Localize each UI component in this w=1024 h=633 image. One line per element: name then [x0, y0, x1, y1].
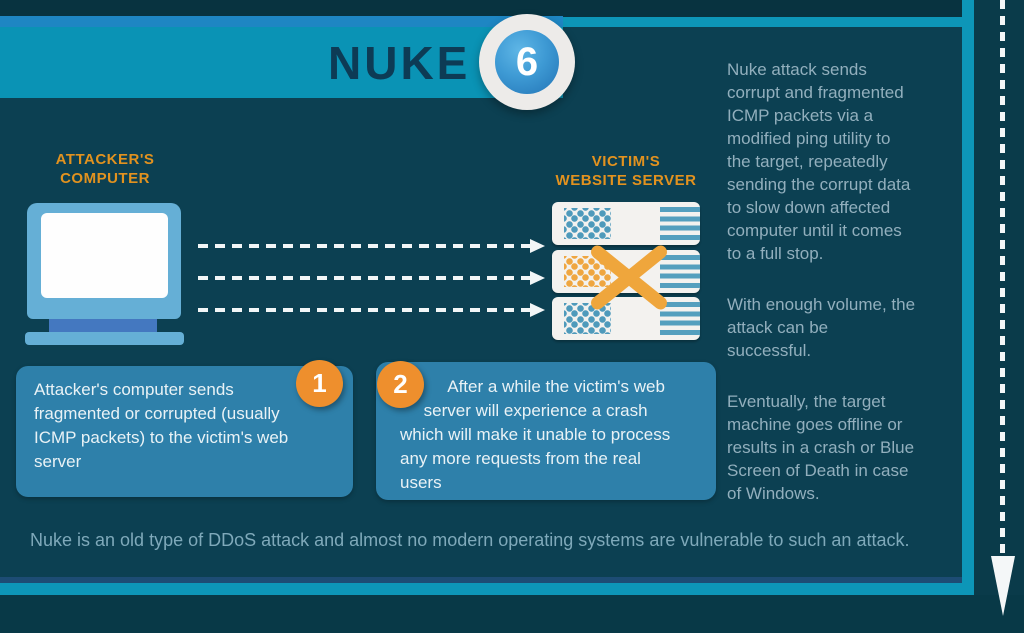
attacker-computer-label: ATTACKER'S COMPUTER — [55, 151, 155, 187]
attack-arrow-head-icon — [530, 271, 545, 285]
server-stack-icon — [552, 202, 700, 342]
section-number: 6 — [495, 30, 559, 94]
server-unit — [552, 297, 700, 340]
description-paragraph: Nuke attack sends corrupt and fragmented… — [727, 60, 911, 263]
attack-arrow-line — [198, 308, 531, 312]
frame-right-bar — [962, 0, 974, 595]
step-2-number-badge: 2 — [377, 361, 424, 408]
attack-arrow-line — [198, 276, 531, 280]
frame-navy-line — [0, 577, 962, 584]
banner-band — [0, 27, 563, 98]
top-dark-strip — [0, 0, 974, 17]
computer-monitor-icon — [27, 203, 181, 319]
step-2-callout: After a while the victim's web server wi… — [376, 362, 716, 500]
bottom-band — [0, 595, 1024, 633]
frame-bottom-stripe — [0, 583, 974, 595]
server-dots — [564, 208, 611, 239]
description-paragraph: With enough volume, the attack can be su… — [727, 295, 916, 360]
page-title: NUKE — [328, 37, 471, 89]
monitor-stand — [49, 319, 157, 332]
server-unit — [552, 202, 700, 245]
server-dots — [564, 303, 611, 334]
step-2-text: After a while the victim's web server wi… — [400, 377, 671, 492]
attack-arrow-head-icon — [530, 303, 545, 317]
server-unit-crashed — [552, 250, 700, 293]
server-vents — [660, 207, 700, 240]
section-number-badge: 6 — [479, 14, 575, 110]
banner-accent-stripe — [0, 16, 563, 27]
right-margin-band — [974, 0, 1024, 633]
step-1-text: Attacker's computer sends fragmented or … — [34, 380, 289, 471]
step-1-number-badge: 1 — [296, 360, 343, 407]
scroll-flow-arrow-icon — [991, 556, 1015, 616]
scroll-flow-dashed-line — [1000, 0, 1005, 558]
description-column: Nuke attack sends corrupt and fragmented… — [727, 58, 942, 533]
description-paragraph: Eventually, the target machine goes offl… — [727, 392, 915, 503]
server-vents — [660, 255, 700, 288]
victim-server-label: VICTIM'S WEBSITE SERVER — [555, 153, 697, 189]
attack-arrow-line — [198, 244, 531, 248]
banner-thin-stripe — [563, 17, 974, 27]
monitor-base — [25, 332, 184, 345]
server-vents — [660, 302, 700, 335]
footer-note: Nuke is an old type of DDoS attack and a… — [30, 530, 910, 550]
attack-arrow-head-icon — [530, 239, 545, 253]
monitor-screen — [41, 213, 168, 298]
